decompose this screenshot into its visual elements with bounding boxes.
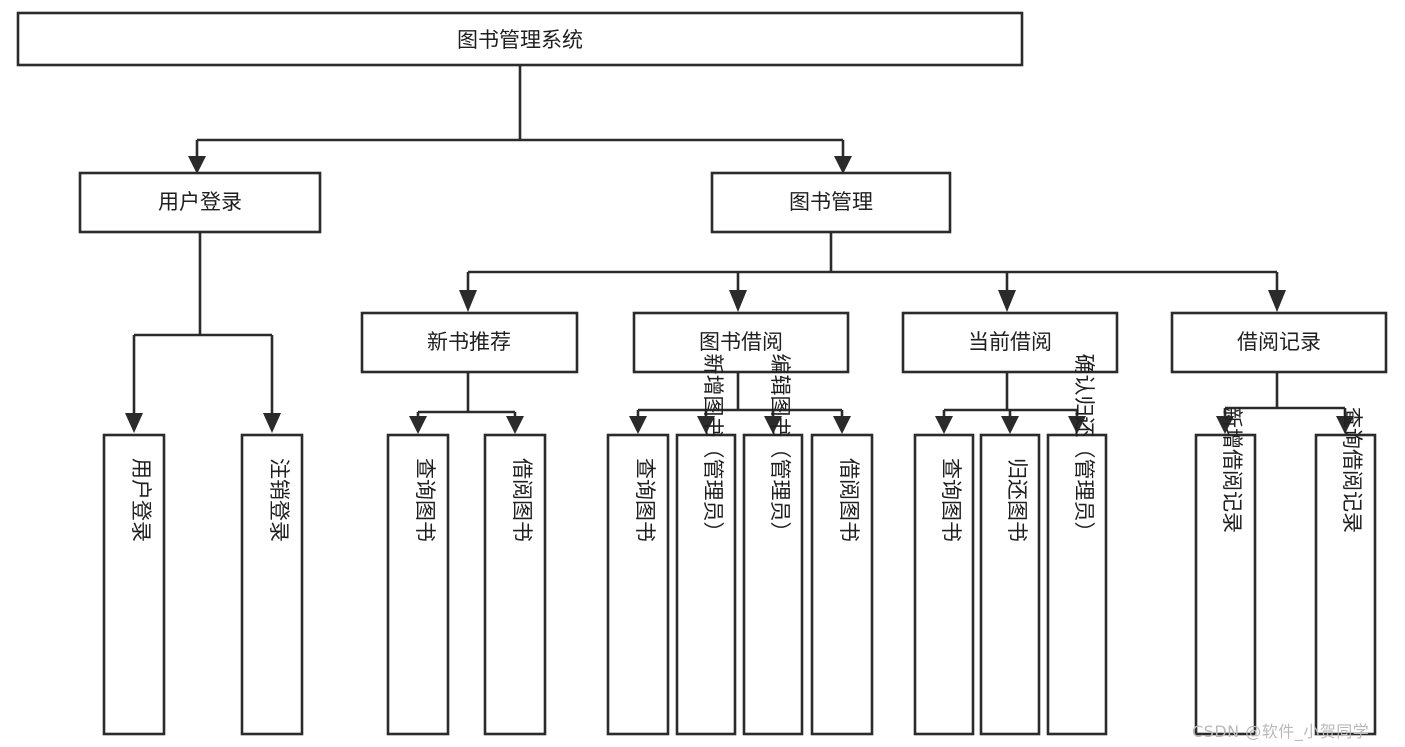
node-new-book-recommend-label: 新书推荐 — [427, 330, 511, 354]
node-leaf-edit-book[interactable]: 编辑图书（管理员） — [742, 354, 804, 736]
node-leaf-borrow-book-1[interactable]: 借阅图书 — [483, 433, 547, 736]
arrow-to-borrow-record — [1268, 290, 1286, 312]
node-leaf-logout[interactable]: 注销登录 — [240, 433, 304, 736]
node-leaf-query-record[interactable]: 查询借阅记录 — [1314, 407, 1377, 736]
node-leaf-edit-book-label: 编辑图书（管理员） — [768, 354, 792, 543]
arrow-to-leaf-query-book-2 — [629, 416, 647, 434]
edge-group — [125, 66, 1354, 434]
node-leaf-query-book-1-label: 查询图书 — [413, 458, 437, 542]
node-root-system[interactable]: 图书管理系统 — [16, 11, 1024, 67]
arrow-to-leaf-query-book-3 — [935, 416, 953, 434]
arrow-to-leaf-user-login — [125, 413, 143, 433]
node-leaf-user-login[interactable]: 用户登录 — [102, 433, 166, 736]
node-leaf-confirm-return[interactable]: 确认归还（管理员） — [1046, 354, 1108, 736]
arrow-to-book-borrow — [729, 290, 747, 312]
node-leaf-return-book[interactable]: 归还图书 — [979, 433, 1041, 736]
node-leaf-add-record[interactable]: 新增借阅记录 — [1194, 407, 1257, 736]
arrow-to-user-login — [188, 156, 206, 174]
arrow-to-leaf-return-book — [1001, 416, 1019, 434]
csdn-watermark: CSDN @软件_小贺同学 — [1192, 722, 1370, 741]
arrow-to-new-book-recommend — [459, 290, 477, 312]
arrow-to-book-management — [834, 156, 852, 174]
node-leaf-query-book-2[interactable]: 查询图书 — [606, 433, 670, 736]
node-book-borrow-label: 图书借阅 — [699, 330, 783, 354]
node-leaf-borrow-book-2[interactable]: 借阅图书 — [810, 433, 874, 736]
arrow-to-leaf-borrow-book-1 — [506, 416, 524, 434]
node-user-login-label: 用户登录 — [158, 190, 242, 214]
arrow-to-leaf-edit-book — [764, 416, 782, 434]
node-leaf-query-record-label: 查询借阅记录 — [1340, 407, 1364, 533]
node-leaf-borrow-book-2-label: 借阅图书 — [837, 458, 861, 542]
node-leaf-return-book-label: 归还图书 — [1005, 458, 1029, 542]
node-book-management[interactable]: 图书管理 — [710, 171, 952, 234]
node-book-management-label: 图书管理 — [789, 190, 873, 214]
node-root-label: 图书管理系统 — [457, 28, 583, 52]
node-leaf-borrow-book-1-label: 借阅图书 — [510, 458, 534, 542]
node-borrow-record[interactable]: 借阅记录 — [1170, 311, 1388, 374]
node-book-borrow[interactable]: 图书借阅 — [632, 311, 850, 374]
node-current-borrow[interactable]: 当前借阅 — [901, 311, 1119, 374]
node-leaf-user-login-label: 用户登录 — [129, 458, 153, 542]
node-leaf-query-book-3[interactable]: 查询图书 — [913, 433, 975, 736]
arrow-to-current-borrow — [998, 290, 1016, 312]
node-leaf-confirm-return-label: 确认归还（管理员） — [1072, 354, 1096, 543]
arrow-to-leaf-logout — [263, 413, 281, 433]
node-leaf-add-book[interactable]: 新增图书（管理员） — [675, 354, 737, 736]
node-current-borrow-label: 当前借阅 — [968, 330, 1052, 354]
arrow-to-leaf-add-book — [697, 416, 715, 434]
arrow-to-leaf-confirm-return — [1068, 416, 1086, 434]
node-leaf-logout-label: 注销登录 — [267, 458, 291, 542]
arrow-to-leaf-add-record — [1216, 416, 1234, 434]
node-user-login[interactable]: 用户登录 — [78, 171, 322, 234]
arrow-to-leaf-borrow-book-2 — [833, 416, 851, 434]
node-leaf-query-book-2-label: 查询图书 — [633, 458, 657, 542]
node-leaf-add-record-label: 新增借阅记录 — [1220, 407, 1244, 533]
arrow-to-leaf-query-record — [1336, 416, 1354, 434]
node-new-book-recommend[interactable]: 新书推荐 — [360, 311, 579, 374]
node-borrow-record-label: 借阅记录 — [1237, 330, 1321, 354]
node-leaf-query-book-1[interactable]: 查询图书 — [386, 433, 450, 736]
node-leaf-add-book-label: 新增图书（管理员） — [701, 354, 725, 543]
arrow-to-leaf-query-book-1 — [409, 416, 427, 434]
node-leaf-query-book-3-label: 查询图书 — [939, 458, 963, 542]
